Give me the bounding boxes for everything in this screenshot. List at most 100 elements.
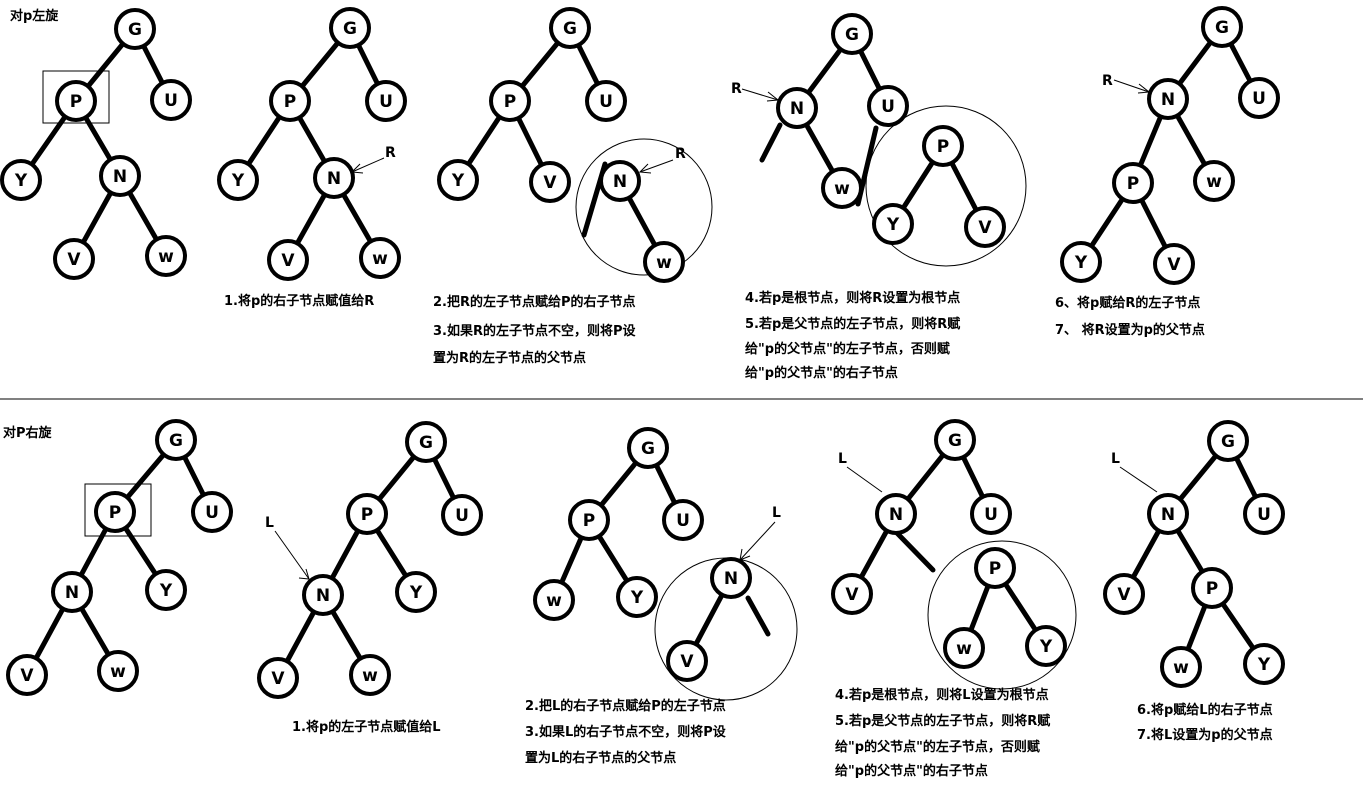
subtree-circle-1	[575, 138, 713, 276]
tree-node-u: U	[365, 80, 407, 122]
tree-node-w: w	[349, 654, 391, 696]
node-circle	[964, 206, 1006, 248]
tree-node-n: N	[1147, 78, 1189, 120]
node-label: U	[455, 506, 469, 526]
right-step-5a: 5.若p是父节点的左子节点，则将R赋	[835, 713, 1050, 729]
arrowhead-l-2	[739, 548, 751, 561]
tree-node-y: Y	[1243, 643, 1285, 685]
node-circle	[549, 7, 591, 49]
node-label: w	[546, 591, 562, 611]
node-label: G	[128, 20, 142, 40]
node-circle	[53, 238, 95, 280]
tree-node-v: V	[6, 654, 48, 696]
tree-edge-stub	[759, 122, 783, 163]
node-label: P	[583, 511, 595, 531]
tree-node-u: U	[585, 80, 627, 122]
tree-node-w: w	[359, 237, 401, 279]
tree-node-y: Y	[217, 159, 259, 201]
right-rotation-captions: 1.将p的左子节点赋值给L 2.把L的右子节点赋给P的左子节点 3.如果L的右子…	[292, 687, 1273, 779]
tree-node-v: V	[964, 206, 1006, 248]
tree-node-n: N	[710, 557, 752, 599]
node-label: U	[205, 503, 219, 523]
tree-node-g: G	[114, 8, 156, 50]
node-label: V	[20, 666, 34, 686]
tree-node-p: P	[1191, 567, 1233, 609]
node-label: P	[361, 505, 373, 525]
node-circle	[710, 557, 752, 599]
node-circle	[943, 627, 985, 669]
pointer-label-r-2: R	[675, 146, 686, 162]
node-label: P	[504, 92, 516, 112]
right-step-4: 4.若p是根节点，则将L设置为根节点	[835, 687, 1049, 703]
node-label: U	[984, 505, 998, 525]
node-label: G	[343, 19, 357, 39]
tree-node-g: G	[1207, 420, 1249, 462]
pointer-arrow-l-2	[739, 521, 776, 561]
pointer-label-l-1: L	[265, 515, 274, 531]
node-label: V	[67, 250, 81, 270]
node-circle	[302, 574, 344, 616]
node-circle	[55, 80, 97, 122]
node-label: V	[978, 218, 992, 238]
tree-node-y: Y	[872, 203, 914, 245]
tree-node-v: V	[53, 238, 95, 280]
tree-node-u: U	[191, 491, 233, 533]
right-step-3a: 3.如果L的右子节点不空，则将P设	[525, 724, 727, 740]
tree-node-n: N	[776, 87, 818, 129]
tree-node-p: P	[489, 80, 531, 122]
tree-node-v: V	[666, 640, 708, 682]
right-step-1: 1.将p的左子节点赋值给L	[292, 719, 441, 735]
node-label: w	[834, 179, 850, 199]
tree-node-w: w	[643, 241, 685, 283]
left-step-5a: 5.若p是父节点的左子节点，则将R赋	[745, 316, 960, 332]
node-circle	[1191, 567, 1233, 609]
right-step-5b: 给"p的父节点"的左子节点，否则赋	[835, 739, 1040, 755]
tree-node-y: Y	[0, 159, 42, 201]
node-label: w	[110, 662, 126, 682]
right-step-2: 2.把L的右子节点赋给P的左子节点	[525, 698, 726, 714]
node-circle	[6, 654, 48, 696]
tree-node-y: Y	[1025, 625, 1067, 667]
node-label: G	[948, 431, 962, 451]
tree-node-n: N	[1147, 493, 1189, 535]
node-label: N	[113, 167, 127, 187]
node-circle	[0, 159, 42, 201]
tree-node-w: w	[943, 627, 985, 669]
node-label: P	[109, 503, 121, 523]
node-circle	[441, 494, 483, 536]
node-circle	[329, 7, 371, 49]
node-label: P	[1206, 579, 1218, 599]
pointer-label-r-4: R	[1102, 73, 1113, 89]
node-label: N	[889, 505, 903, 525]
node-circle	[568, 499, 610, 541]
pointer-arrow-l-4	[1119, 466, 1158, 493]
node-circle	[831, 13, 873, 55]
node-label: P	[989, 559, 1001, 579]
node-label: N	[316, 586, 330, 606]
node-circle	[1147, 78, 1189, 120]
node-label: G	[563, 19, 577, 39]
node-label: w	[1206, 172, 1222, 192]
node-circle	[99, 155, 141, 197]
node-circle	[643, 241, 685, 283]
node-label: w	[372, 249, 388, 269]
tree-node-p: P	[55, 80, 97, 122]
node-circle	[257, 657, 299, 699]
node-circle	[974, 547, 1016, 589]
node-circle	[616, 576, 658, 618]
tree-node-n: N	[599, 160, 641, 202]
tree-node-p: P	[346, 493, 388, 535]
node-label: N	[613, 172, 627, 192]
tree-node-u: U	[970, 493, 1012, 535]
node-label: V	[1167, 255, 1181, 275]
node-label: Y	[1257, 655, 1271, 675]
tree-node-y: Y	[395, 571, 437, 613]
node-circle	[872, 203, 914, 245]
node-label: U	[599, 92, 613, 112]
tree-node-n: N	[875, 493, 917, 535]
node-circle	[97, 650, 139, 692]
tree-node-w: w	[1193, 160, 1235, 202]
tree-node-v: V	[831, 573, 873, 615]
